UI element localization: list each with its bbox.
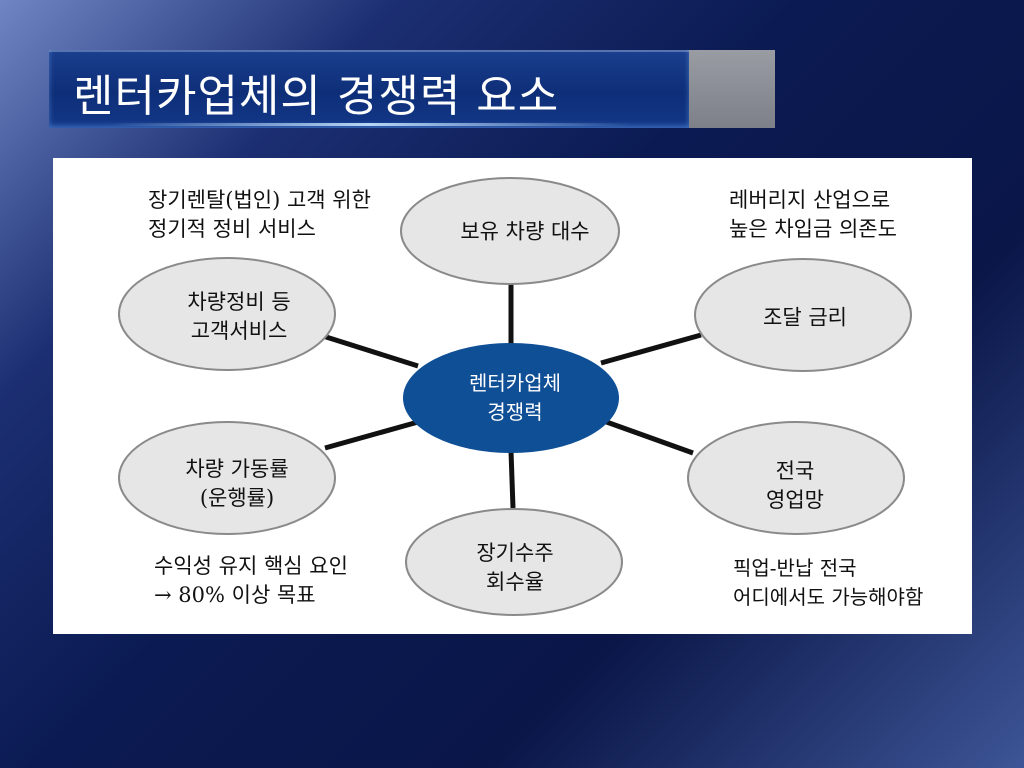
title-accent-block [689, 50, 775, 128]
note-top-left-line2: 정기적 정비 서비스 [148, 217, 316, 241]
node-network-line1: 전국 [775, 459, 815, 483]
node-maintenance-line2: 고객서비스 [190, 319, 288, 343]
diagram-canvas [118, 177, 912, 616]
node-maintenance-label: 차량정비 등 고객서비스 [187, 288, 290, 346]
node-maintenance-ellipse [118, 257, 336, 371]
note-bottom-left-line1: 수익성 유지 핵심 요인 [154, 554, 348, 578]
node-fleet-label: 보유 차량 대수 [460, 218, 589, 247]
center-node-ellipse [403, 343, 619, 453]
note-top-right: 레버리지 산업으로 높은 차입금 의존도 [729, 186, 897, 244]
note-bottom-left: 수익성 유지 핵심 요인 → 80% 이상 목표 [154, 552, 348, 610]
node-funding-rate-ellipse [694, 258, 912, 372]
node-utilization-ellipse [118, 421, 336, 535]
node-collection-ellipse [405, 508, 623, 616]
diagram-panel: 렌터카업체 경쟁력 보유 차량 대수 조달 금리 전국 영업망 장기수주 회수율… [53, 158, 972, 634]
note-bottom-right-line2: 어디에서도 가능해야함 [733, 585, 924, 609]
note-top-right-line2: 높은 차입금 의존도 [729, 217, 897, 241]
node-collection-label: 장기수주 회수율 [476, 539, 553, 597]
node-funding-rate-line1: 조달 금리 [763, 305, 847, 330]
node-collection-line2: 회수율 [486, 570, 544, 594]
node-utilization-label: 차량 가동률 (운행률) [185, 455, 288, 513]
node-utilization-line2: (운행률) [199, 486, 275, 510]
node-network-label: 전국 영업망 [766, 457, 824, 515]
note-bottom-left-line2: → 80% 이상 목표 [154, 583, 316, 607]
node-fleet-ellipse [400, 177, 620, 285]
connector-network [600, 417, 694, 456]
note-bottom-right: 픽업-반납 전국 어디에서도 가능해야함 [733, 554, 923, 612]
connector-utilization [324, 419, 419, 451]
connector-maintenance [322, 333, 419, 369]
node-utilization-line1: 차량 가동률 [185, 457, 289, 481]
node-network-ellipse [687, 421, 905, 535]
center-label-line1: 렌터카업체 [469, 371, 561, 395]
connector-collection [508, 450, 516, 509]
note-top-left: 장기렌탈(법인) 고객 위한 정기적 정비 서비스 [148, 186, 371, 244]
connector-funding-rate [600, 332, 702, 366]
node-collection-line1: 장기수주 [476, 541, 554, 565]
note-bottom-right-line1: 픽업-반납 전국 [733, 556, 857, 580]
note-top-right-line1: 레버리지 산업으로 [729, 188, 891, 212]
center-label-line2: 경쟁력 [487, 400, 543, 424]
node-network-line2: 영업망 [766, 488, 824, 512]
title-bar: 렌터카업체의 경쟁력 요소 [49, 50, 689, 128]
node-maintenance-line1: 차량정비 등 [187, 290, 291, 314]
node-fleet-line1: 보유 차량 대수 [460, 219, 590, 244]
note-top-left-line1: 장기렌탈(법인) 고객 위한 [148, 188, 371, 212]
center-node-label: 렌터카업체 경쟁력 [469, 369, 561, 427]
slide-title: 렌터카업체의 경쟁력 요소 [73, 71, 560, 122]
node-funding-rate-label: 조달 금리 [763, 304, 847, 333]
